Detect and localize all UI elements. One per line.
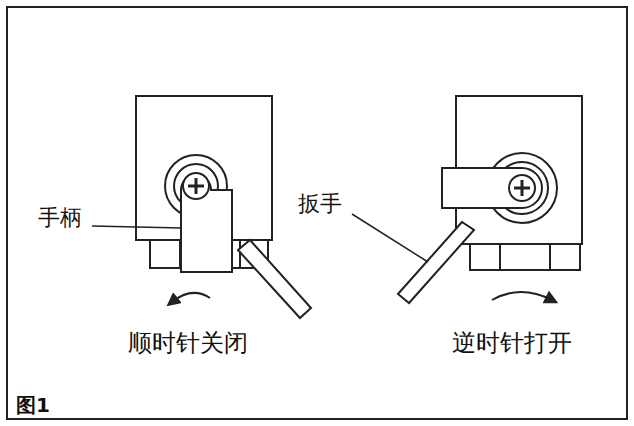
right-valve xyxy=(398,96,582,303)
part-label: 手柄 xyxy=(38,206,82,230)
wrench xyxy=(238,240,311,318)
frame xyxy=(7,7,627,419)
leader-line xyxy=(92,226,182,228)
rotation-arrow xyxy=(492,292,552,300)
action-label: 顺时针关闭 xyxy=(128,330,248,356)
action-label: 逆时针打开 xyxy=(452,330,572,356)
left-valve xyxy=(136,96,311,318)
part-label: 扳手 xyxy=(298,192,342,216)
figure-caption: 图1 xyxy=(16,394,50,416)
handle xyxy=(442,168,542,208)
wrench xyxy=(398,222,474,303)
leader-line xyxy=(352,214,428,262)
rotation-arrow xyxy=(172,293,210,302)
